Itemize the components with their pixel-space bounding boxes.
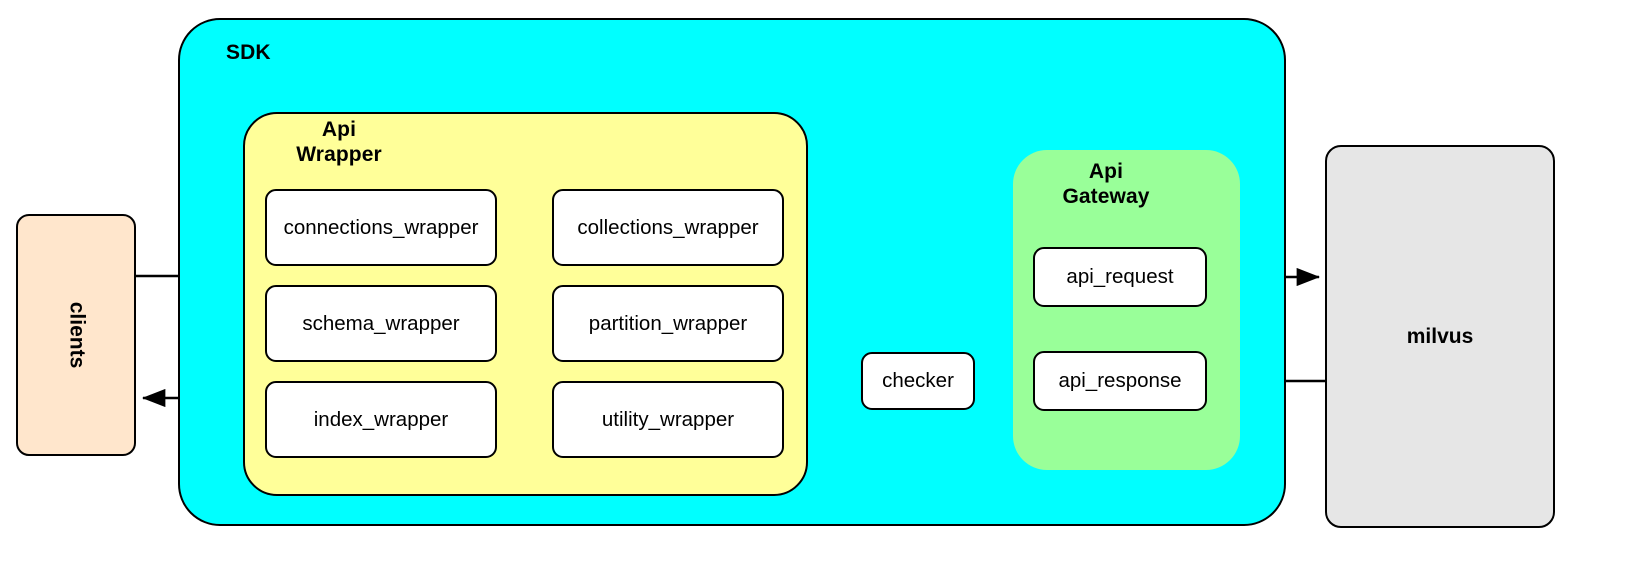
module-index-wrapper[interactable]: index_wrapper — [265, 381, 497, 458]
module-collections-wrapper[interactable]: collections_wrapper — [552, 189, 784, 266]
checker-box[interactable]: checker — [861, 352, 975, 410]
module-label: collections_wrapper — [577, 215, 759, 239]
module-label: connections_wrapper — [283, 215, 479, 239]
sdk-title: SDK — [226, 41, 271, 64]
module-label: utility_wrapper — [601, 407, 735, 431]
api-gateway-container[interactable]: Api Gateway — [1013, 150, 1240, 470]
module-utility-wrapper[interactable]: utility_wrapper — [552, 381, 784, 458]
milvus-box[interactable]: milvus — [1325, 145, 1555, 528]
module-schema-wrapper[interactable]: schema_wrapper — [265, 285, 497, 362]
clients-label: clients — [65, 301, 88, 369]
clients-box[interactable]: clients — [16, 214, 136, 456]
module-label: partition_wrapper — [588, 311, 748, 335]
milvus-label: milvus — [1406, 324, 1474, 348]
module-connections-wrapper[interactable]: connections_wrapper — [265, 189, 497, 266]
module-partition-wrapper[interactable]: partition_wrapper — [552, 285, 784, 362]
module-label: index_wrapper — [313, 407, 449, 431]
api-request-box[interactable]: api_request — [1033, 247, 1207, 307]
checker-label: checker — [882, 369, 954, 392]
api-gateway-title: Api Gateway — [1062, 160, 1150, 208]
api-wrapper-title: Api Wrapper — [296, 118, 382, 166]
api-response-box[interactable]: api_response — [1033, 351, 1207, 411]
api-request-label: api_request — [1066, 265, 1174, 288]
api-response-label: api_response — [1058, 369, 1182, 392]
module-label: schema_wrapper — [302, 311, 460, 335]
